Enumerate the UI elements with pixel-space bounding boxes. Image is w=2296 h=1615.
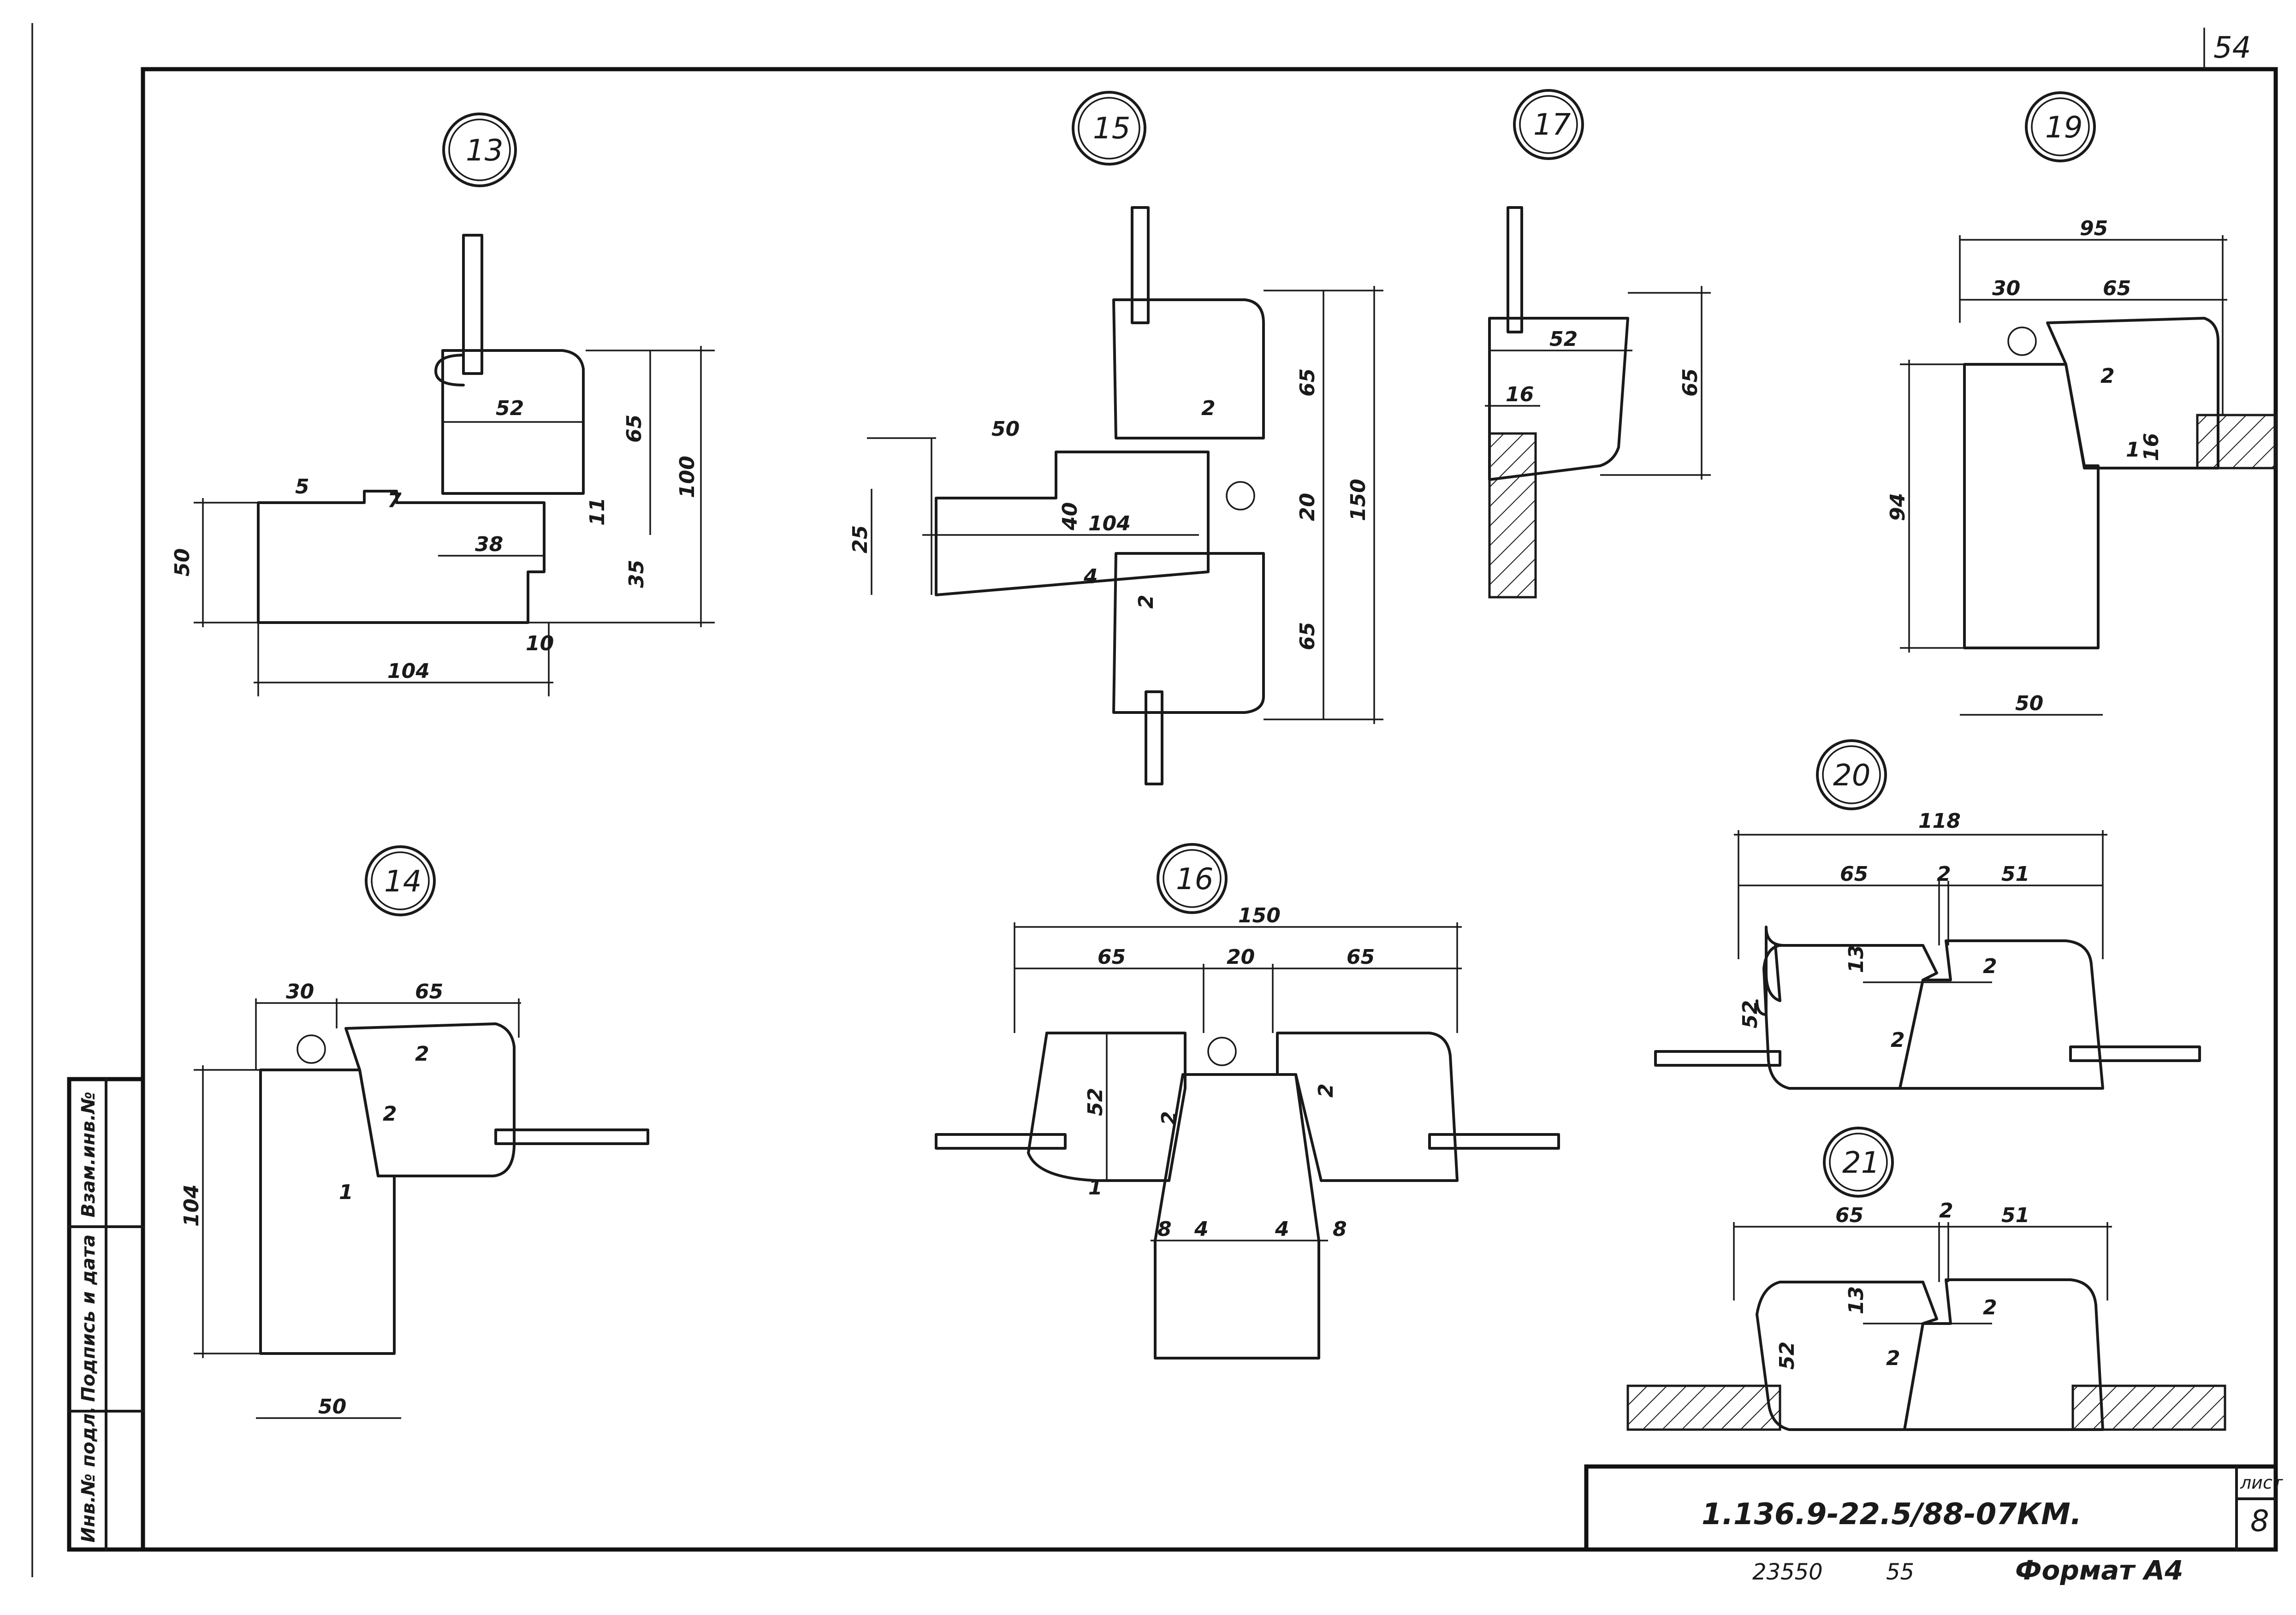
- d19-dim-50: 50: [2015, 692, 2043, 715]
- detail-16-label: 16: [1176, 862, 1213, 897]
- d15-dim-40: 40: [1058, 502, 1082, 531]
- detail-14: 14 30 65 2 2 104 1 50: [180, 845, 649, 1419]
- d15-dim-50: 50: [991, 417, 1020, 441]
- title-block: [1584, 1464, 2278, 1552]
- d16-dim-52: 52: [1084, 1088, 1107, 1116]
- d16-dim-8-left: 8: [1157, 1217, 1172, 1241]
- d13-dim-7: 7: [387, 489, 402, 512]
- d13-dim-38: 38: [475, 533, 503, 556]
- detail-14-label: 14: [384, 865, 421, 899]
- d21-dim-51: 51: [2001, 1204, 2029, 1227]
- d17-dim-52: 52: [1549, 327, 1578, 351]
- detail-20-label: 20: [1833, 759, 1870, 793]
- d19-dim-2: 2: [2100, 364, 2115, 388]
- d15-dim-65-bottom: 65: [1296, 622, 1319, 650]
- detail-19: 19 95 30 65 2 94 1 16 50: [1886, 91, 2277, 716]
- d15-dim-150: 150: [1347, 479, 1370, 521]
- footer-number-2: 55: [1886, 1559, 1914, 1585]
- d16-dim-2-left: 2: [1157, 1111, 1181, 1125]
- d16-dim-20: 20: [1227, 945, 1255, 969]
- d14-dim-104: 104: [180, 1184, 203, 1227]
- d13-dim-11: 11: [586, 498, 609, 526]
- d19-dim-65: 65: [2103, 277, 2131, 300]
- detail-13: 13 52 65 100 5 7 11 38 35 50 104 10: [171, 113, 715, 696]
- d13-dim-52: 52: [496, 397, 524, 420]
- d20-dim-2-mid: 2: [1983, 955, 1997, 978]
- d19-dim-30: 30: [1992, 277, 2020, 300]
- detail-21: 21 65 2 51 13 2 52 2: [1626, 1127, 2226, 1431]
- d13-dim-50: 50: [171, 548, 194, 576]
- d16-dim-8-right: 8: [1333, 1217, 1347, 1241]
- sheet-frame: [31, 23, 2278, 1577]
- d19-dim-95: 95: [2080, 217, 2108, 240]
- detail-17-label: 17: [1533, 108, 1571, 142]
- d21-dim-2-bottom: 2: [1886, 1347, 1900, 1370]
- detail-20: 20 118 65 2 51 13 2 52 2: [1654, 739, 2201, 1090]
- d16-dim-4-left: 4: [1194, 1217, 1209, 1241]
- d20-dim-65: 65: [1840, 862, 1868, 886]
- d13-dim-35: 35: [625, 560, 648, 588]
- d13-dim-100: 100: [676, 456, 699, 498]
- d19-dim-1: 1: [2126, 438, 2140, 462]
- page-mark: 54: [2213, 31, 2251, 65]
- d20-dim-52: 52: [1738, 1000, 1762, 1028]
- d17-dim-65: 65: [1679, 368, 1702, 397]
- d16-dim-65-right: 65: [1347, 945, 1375, 969]
- d15-dim-4: 4: [1083, 565, 1098, 588]
- d16-dim-2-right: 2: [1314, 1083, 1338, 1098]
- d21-dim-65: 65: [1835, 1204, 1863, 1227]
- d20-dim-118: 118: [1918, 809, 1961, 833]
- d14-dim-2-b: 2: [383, 1102, 397, 1126]
- d16-dim-150: 150: [1238, 904, 1281, 927]
- detail-21-label: 21: [1842, 1146, 1880, 1180]
- side-label-replace: Взам.инв.№: [78, 1092, 99, 1217]
- d15-dim-2-top: 2: [1201, 397, 1216, 420]
- d13-dim-65: 65: [623, 415, 646, 443]
- d21-dim-2-mid: 2: [1983, 1296, 1997, 1319]
- d19-dim-16: 16: [2140, 433, 2163, 461]
- d14-dim-50: 50: [318, 1395, 346, 1419]
- sheet-label: лист: [2240, 1472, 2284, 1493]
- d14-dim-30: 30: [286, 980, 314, 1003]
- d15-dim-104: 104: [1088, 512, 1131, 535]
- d20-dim-51: 51: [2001, 862, 2029, 886]
- d20-dim-13: 13: [1845, 945, 1868, 973]
- detail-15-label: 15: [1093, 112, 1130, 146]
- binding-strip: [67, 1077, 145, 1552]
- side-label-signature: Подпись и дата: [78, 1235, 99, 1402]
- d15-dim-25: 25: [848, 525, 872, 553]
- d14-dim-65: 65: [415, 980, 443, 1003]
- format-label: Формат А4: [2015, 1555, 2183, 1586]
- d17-dim-16: 16: [1506, 383, 1534, 406]
- d14-dim-2-a: 2: [415, 1042, 429, 1066]
- d16-dim-4-right: 4: [1275, 1217, 1289, 1241]
- d13-dim-5: 5: [295, 475, 309, 499]
- d21-dim-52: 52: [1775, 1342, 1799, 1370]
- d21-dim-13: 13: [1845, 1286, 1868, 1314]
- d15-dim-20: 20: [1296, 493, 1319, 521]
- d20-dim-2-top: 2: [1937, 862, 1951, 886]
- detail-17: 17 52 16 65: [1485, 89, 1711, 599]
- d15-dim-2-bottom: 2: [1134, 594, 1158, 609]
- d19-dim-94: 94: [1886, 493, 1910, 521]
- document-code: 1.136.9-22.5/88-07КМ.: [1702, 1497, 2082, 1532]
- detail-13-label: 13: [466, 134, 503, 168]
- detail-16: 16 150 65 20 65 52 2 1 2 8 4 4 8: [935, 843, 1560, 1360]
- d21-dim-2-top: 2: [1939, 1199, 1953, 1223]
- d13-dim-104: 104: [387, 659, 430, 683]
- detail-15: 15 50 65 2 25 40 104 20 150 4 2 65: [848, 91, 1383, 785]
- sheet-number: 8: [2250, 1504, 2269, 1538]
- d16-dim-65-left: 65: [1098, 945, 1126, 969]
- d20-dim-2-bottom: 2: [1891, 1028, 1905, 1052]
- detail-19-label: 19: [2045, 111, 2082, 145]
- d14-dim-1: 1: [339, 1181, 353, 1204]
- d13-dim-10: 10: [526, 632, 554, 655]
- d15-dim-65-top: 65: [1296, 368, 1319, 397]
- d16-dim-1: 1: [1088, 1176, 1103, 1199]
- footer-number-1: 23550: [1752, 1559, 1823, 1585]
- side-label-inventory: Инв.№ подл.: [78, 1406, 99, 1543]
